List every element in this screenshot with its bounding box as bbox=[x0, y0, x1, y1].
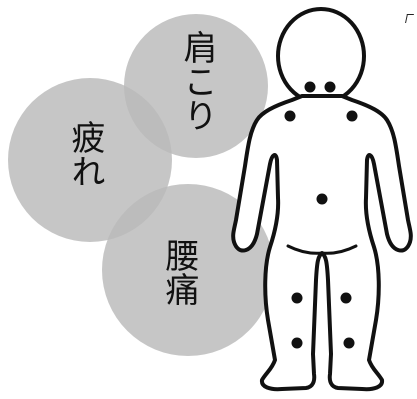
point-shoulder-left bbox=[284, 110, 296, 122]
label-back-pain: 腰痛 bbox=[159, 238, 199, 306]
body-head bbox=[276, 7, 366, 105]
circle-fatigue bbox=[8, 78, 172, 242]
point-thigh-left bbox=[291, 292, 303, 304]
pressure-points bbox=[284, 81, 358, 349]
point-neck-right bbox=[324, 81, 336, 93]
point-calf-left bbox=[291, 337, 303, 349]
hip-line bbox=[286, 244, 358, 255]
point-thigh-right bbox=[340, 292, 352, 304]
circle-back-pain bbox=[102, 184, 274, 356]
point-lower-back bbox=[316, 193, 328, 205]
point-neck-left bbox=[304, 81, 316, 93]
label-shoulder-stiffness: 肩こり bbox=[177, 30, 217, 132]
point-calf-right bbox=[343, 337, 355, 349]
human-body-back-icon bbox=[231, 7, 413, 392]
label-fatigue: 疲れ bbox=[65, 120, 105, 188]
point-shoulder-right bbox=[346, 110, 358, 122]
